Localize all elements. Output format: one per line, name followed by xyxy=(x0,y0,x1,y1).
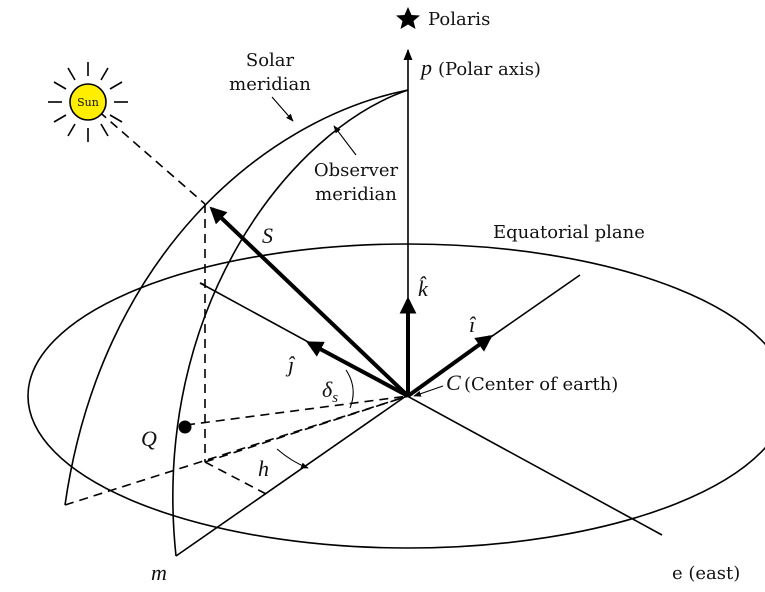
star-icon xyxy=(396,7,420,29)
sun-icon: Sun xyxy=(48,62,128,142)
unit-vector-k-label: k̂ xyxy=(418,276,429,301)
diameter-line-east-west xyxy=(175,274,581,557)
equatorial-plane-label: Equatorial plane xyxy=(493,222,645,243)
solar-meridian-label-line1: Solar xyxy=(246,50,295,71)
delta-angle-arc xyxy=(345,369,354,409)
center-symbol: C xyxy=(446,370,461,395)
pq-dashed-line xyxy=(199,282,206,286)
point-m-label: m xyxy=(151,560,167,585)
delta-subscript: s xyxy=(332,390,338,406)
sun-label: Sun xyxy=(77,96,99,109)
h-angle-arc xyxy=(276,448,309,469)
sun-direction-dashed-line xyxy=(87,101,206,205)
east-label: e (east) xyxy=(672,563,740,584)
projection-to-axis-dashed-line xyxy=(204,461,269,496)
unit-vector-j-arrow xyxy=(306,341,409,398)
unit-vector-i-arrow xyxy=(406,335,493,398)
solar-meridian-label-line2: meridian xyxy=(229,74,311,95)
point-q-dot xyxy=(178,420,192,434)
unit-vector-j-label: ĵ xyxy=(285,352,296,377)
unit-vector-i-label: î xyxy=(469,312,477,337)
vector-s-arrow xyxy=(209,206,410,398)
observer-meridian-label-line2: meridian xyxy=(315,184,397,205)
center-pointer xyxy=(413,385,444,397)
elevation-dashed-line xyxy=(185,395,409,426)
delta-angle-label: δs xyxy=(322,377,338,406)
polar-axis-label: (Polar axis) xyxy=(438,59,541,80)
plane-dashed-line xyxy=(64,395,409,506)
projection-to-center-dashed-line xyxy=(204,395,409,463)
angle-h-label: h xyxy=(258,456,269,481)
vector-s-label: S xyxy=(262,223,273,248)
solar-meridian-pointer xyxy=(271,96,294,122)
solar-meridian-arc xyxy=(64,89,409,506)
diameter-line-north-south xyxy=(199,282,663,536)
point-q-label: Q xyxy=(141,426,157,451)
observer-meridian-pointer xyxy=(333,125,357,156)
observer-meridian-arc xyxy=(172,89,409,557)
observer-meridian-label-line1: Observer xyxy=(314,160,399,181)
polar-axis-symbol: p xyxy=(419,55,432,80)
polaris-label: Polaris xyxy=(428,9,490,30)
equatorial-plane-ellipse xyxy=(27,243,765,549)
center-label: (Center of earth) xyxy=(464,374,618,395)
